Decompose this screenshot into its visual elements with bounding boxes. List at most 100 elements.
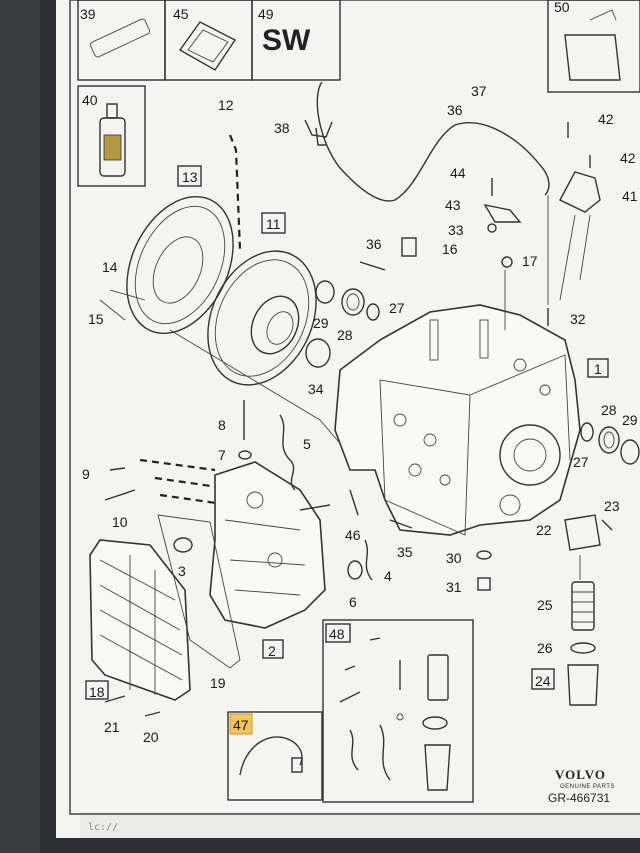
bolt-35 [389,519,413,529]
bezel-left-edge [0,0,40,853]
kit-box-48 [322,619,474,803]
bolt-23 [601,519,613,531]
callout-27a: 27 [389,300,405,316]
pan-gasket [157,514,241,669]
callout-29b: 29 [622,412,638,428]
callout-box-24 [531,668,555,690]
callout-7: 7 [218,447,226,463]
clutch-assembly [207,250,317,386]
callout-box-13 [177,165,202,187]
callout-3: 3 [178,563,186,579]
cooler-hose [316,81,550,202]
callout-box-2 [262,639,284,659]
callout-34: 34 [308,381,324,397]
callout-18: 18 [89,684,105,700]
bracket-guide-lines [504,195,591,330]
callout-38: 38 [274,120,290,136]
callout-36a: 36 [447,102,463,118]
accessory-box-49 [251,0,341,81]
callout-27b: 27 [573,454,589,470]
diagram-reference: GR-466731 [548,791,610,805]
o-ring-6 [347,560,363,580]
callout-41: 41 [622,188,638,204]
callout-22: 22 [536,522,552,538]
diagram-frame [69,0,640,815]
callout-28b: 28 [601,402,617,418]
callout-50: 50 [554,0,570,15]
callout-13: 13 [182,169,198,185]
callout-25: 25 [537,597,553,613]
bolt-42 [567,122,591,168]
accessory-box-40 [77,85,146,187]
callout-11: 11 [266,216,281,232]
wire-harness-5 [279,414,296,491]
guide-line-14 [99,289,146,321]
o-ring-3 [173,537,193,553]
dashed-line-12 [228,134,242,251]
speed-sensor [401,237,417,257]
callout-47: 47 [233,717,249,733]
oil-pan [89,539,191,701]
callout-10: 10 [112,514,128,530]
callout-48: 48 [329,626,345,642]
callout-29a: 29 [313,315,329,331]
callout-21: 21 [104,719,120,735]
callout-15: 15 [88,311,104,327]
bolt-20 [144,711,161,717]
bottom-status-strip [80,812,640,838]
seal-rings-left [305,280,380,368]
harness-4 [364,539,373,581]
plug-17 [501,256,513,268]
mount-bracket [559,171,601,213]
callout-23: 23 [604,498,620,514]
transmission-housing [334,304,581,536]
callout-1: 1 [594,361,602,377]
callout-49: 49 [258,6,274,22]
washer-7 [238,450,252,460]
dashed-line-valve [139,458,231,507]
callout-5: 5 [303,436,311,452]
callout-box-11 [261,212,286,234]
callout-8: 8 [218,417,226,433]
callout-33: 33 [448,222,464,238]
callout-42b: 42 [620,150,636,166]
seal-rings-right [580,422,640,465]
sw-label: SW [262,24,311,57]
callout-9: 9 [82,466,90,482]
callout-19: 19 [210,675,226,691]
bolt-36 [359,261,386,271]
callout-2: 2 [268,643,276,659]
brand-subtitle: GENUINE PARTS [560,784,615,790]
fitting-46 [349,489,359,516]
valve-body [209,461,331,629]
callout-42a: 42 [598,111,614,127]
url-fragment: lc:// [88,822,118,833]
bolt-10 [104,489,136,501]
callout-35: 35 [397,544,413,560]
callout-24: 24 [535,673,551,689]
callout-box-47 [229,713,253,735]
callout-box-1 [587,358,609,378]
callout-17: 17 [522,253,538,269]
callout-37: 37 [471,83,487,99]
brand-logo: VOLVO [555,767,606,782]
callout-43: 43 [445,197,461,213]
callout-39: 39 [80,6,96,22]
filter-housing [564,514,601,706]
callout-46: 46 [345,527,361,543]
hose-clip [304,119,333,146]
callout-31: 31 [446,579,462,595]
plug-31 [477,577,491,591]
callout-4: 4 [384,568,392,584]
callout-26: 26 [537,640,553,656]
callout-16: 16 [442,241,458,257]
pipe-bracket [483,204,522,223]
bolt-9 [109,467,126,471]
accessory-box-50 [547,0,640,93]
wire-box-47 [227,711,323,801]
callout-36b: 36 [366,236,382,252]
callout-12: 12 [218,97,234,113]
callout-6: 6 [349,594,357,610]
